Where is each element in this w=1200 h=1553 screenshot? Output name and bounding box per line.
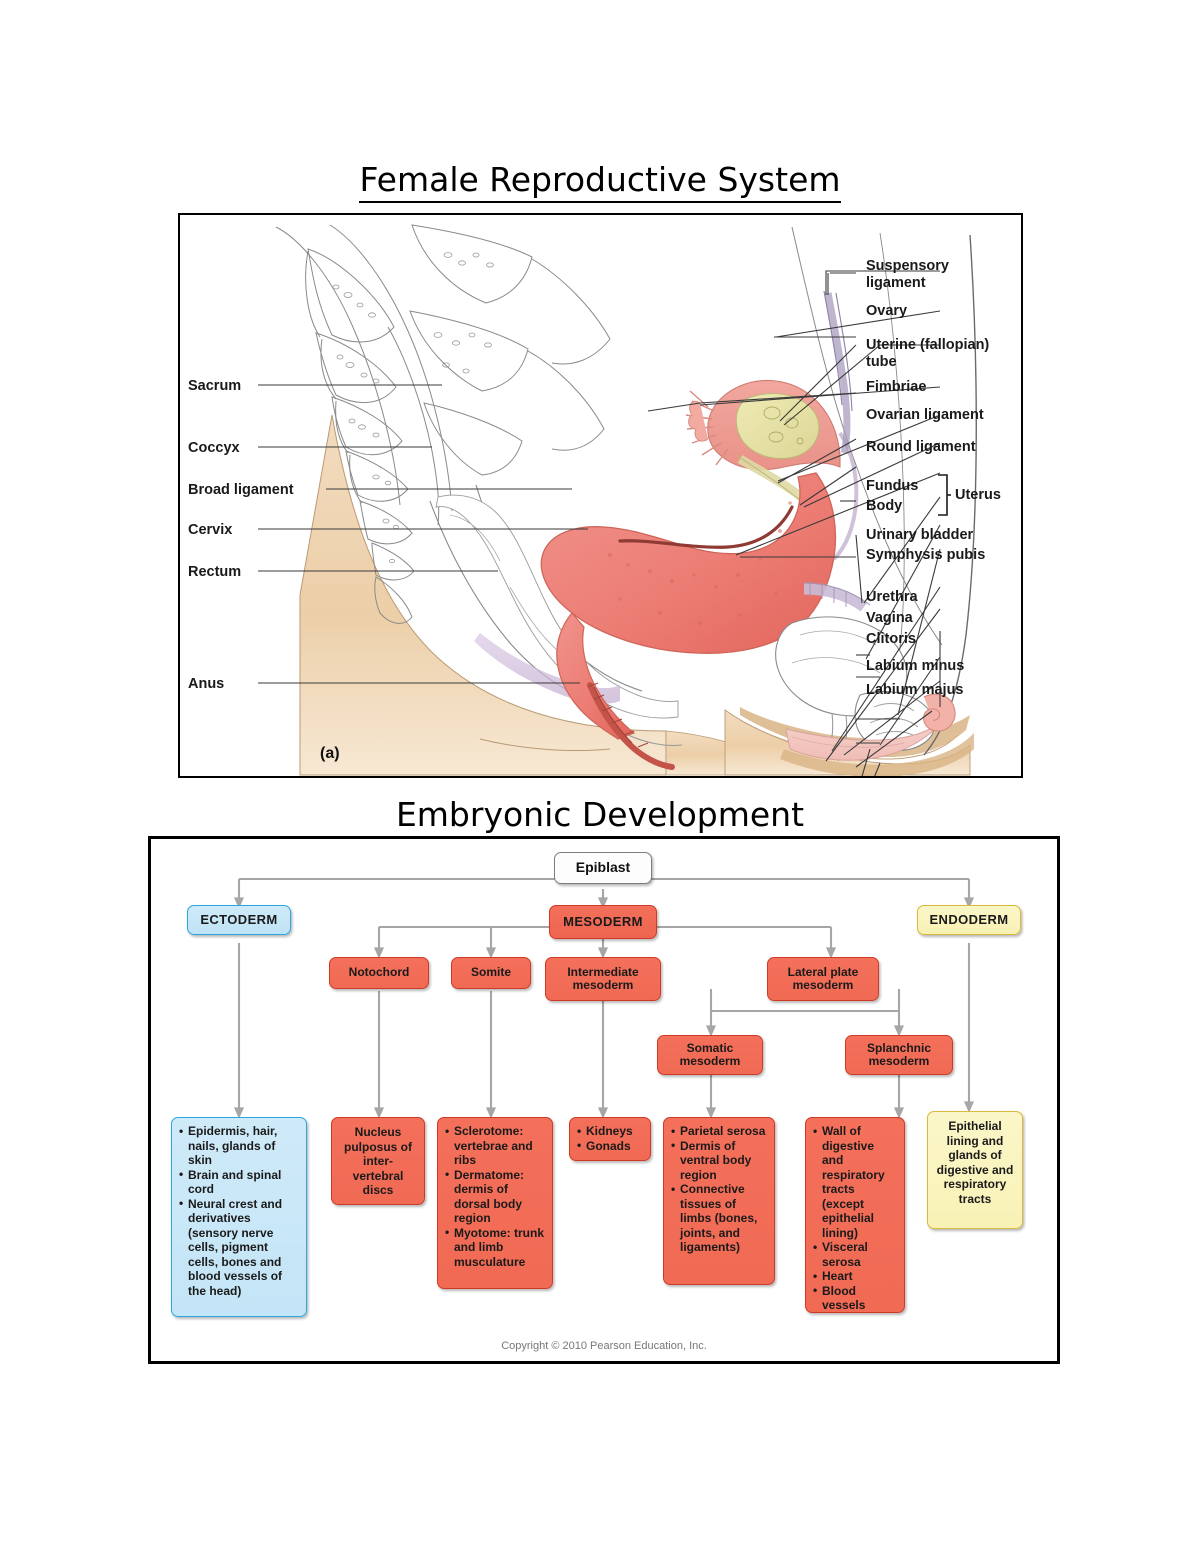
flow-outcome-somite[interactable]: Sclerotome: vertebrae and ribs Dermatome… (437, 1117, 553, 1289)
list-item: Sclerotome: vertebrae and ribs (445, 1124, 546, 1168)
uterus-bracket-icon (938, 474, 951, 516)
flow-outcome-notochord[interactable]: Nucleus pulposus of inter- vertebral dis… (331, 1117, 425, 1205)
anat-label-symphysis-pubis: Symphysis pubis (866, 547, 986, 563)
flow-outcome-intermediate-list: Kidneys Gonads (577, 1124, 633, 1153)
list-item: Epidermis, hair, nails, glands of skin (179, 1124, 300, 1168)
anat-label-uterus-bracket: Uterus (955, 487, 1001, 503)
page-title-female-reproductive-system: Female Reproductive System (0, 160, 1200, 203)
page-title-female-reproductive-system-text: Female Reproductive System (359, 160, 841, 203)
page-title-embryonic-development: Embryonic Development (0, 795, 1200, 838)
anat-label-body: Body (866, 498, 903, 514)
flow-node-intermediate-mesoderm[interactable]: Intermediate mesoderm (545, 957, 661, 1001)
anat-label-coccyx: Coccyx (188, 440, 240, 456)
uterus-shape (540, 472, 837, 770)
anat-label-uterine-tube: Uterine (fallopian) tube (866, 337, 990, 370)
flow-outcome-somatic-mesoderm[interactable]: Parietal serosa Dermis of ventral body r… (663, 1117, 775, 1285)
flow-outcome-somatic-list: Parietal serosa Dermis of ventral body r… (671, 1124, 768, 1255)
flow-node-epiblast[interactable]: Epiblast (554, 852, 652, 884)
list-item: Brain and spinal cord (179, 1167, 300, 1197)
anat-label-clitoris: Clitoris (866, 631, 916, 647)
list-item: Kidneys (577, 1124, 633, 1139)
anat-label-urinary-bladder: Urinary bladder (866, 527, 974, 543)
flow-node-somatic-mesoderm[interactable]: Somatic mesoderm (657, 1035, 763, 1075)
anat-label-anus: Anus (188, 676, 225, 692)
flow-outcome-somite-list: Sclerotome: vertebrae and ribs Dermatome… (445, 1124, 546, 1269)
sacrum-vertebrae-group (275, 224, 453, 624)
anat-label-ovarian-ligament: Ovarian ligament (866, 407, 984, 423)
list-item: Blood vessels (813, 1283, 898, 1313)
page-title-embryonic-development-text: Embryonic Development (395, 795, 805, 838)
flow-node-notochord[interactable]: Notochord (329, 957, 429, 989)
anat-label-fundus: Fundus (866, 478, 919, 494)
bone-texture (332, 252, 494, 564)
flow-outcome-ectoderm[interactable]: Epidermis, hair, nails, glands of skin B… (171, 1117, 307, 1317)
anat-label-rectum: Rectum (188, 564, 242, 580)
anus-shape (479, 734, 683, 752)
flow-outcome-ectoderm-list: Epidermis, hair, nails, glands of skin B… (179, 1124, 300, 1298)
list-item: Parietal serosa (671, 1124, 768, 1139)
flow-outcome-endoderm[interactable]: Epithelial lining and glands of digestiv… (927, 1111, 1023, 1229)
copyright-notice: Copyright © 2010 Pearson Education, Inc. (501, 1340, 707, 1352)
anat-label-ovary: Ovary (866, 303, 908, 319)
leader-lines-right-runs (699, 270, 941, 762)
anat-label-labium-minus: Labium minus (866, 658, 965, 674)
flow-node-somite[interactable]: Somite (451, 957, 531, 989)
flow-node-splanchnic-mesoderm[interactable]: Splanchnic mesoderm (845, 1035, 953, 1075)
flow-outcome-splanchnic-mesoderm[interactable]: Wall of digestive and respiratory tracts… (805, 1117, 905, 1313)
anat-label-fimbriae: Fimbriae (866, 379, 927, 395)
list-item: Heart (813, 1269, 898, 1284)
embryonic-development-flowchart: Epiblast ECTODERM MESODERM ENDODERM Noto… (148, 836, 1060, 1364)
anat-label-sacrum: Sacrum (188, 378, 242, 394)
list-item: Connective tissues of limbs (bones, join… (671, 1182, 768, 1255)
flow-node-lateral-plate-mesoderm[interactable]: Lateral plate mesoderm (767, 957, 879, 1001)
list-item: Gonads (577, 1138, 633, 1154)
flow-node-endoderm[interactable]: ENDODERM (917, 905, 1021, 935)
list-item: Neural crest and derivatives (sensory ne… (179, 1196, 300, 1299)
anat-label-suspensory-ligament: Suspensory ligament (866, 258, 949, 291)
flow-outcome-intermediate-mesoderm[interactable]: Kidneys Gonads (569, 1117, 651, 1161)
anat-label-cervix: Cervix (188, 522, 233, 538)
labia-shape (780, 693, 974, 776)
flow-node-ectoderm[interactable]: ECTODERM (187, 905, 291, 935)
anatomy-illustration (258, 224, 977, 776)
list-item: Wall of digestive and respiratory tracts… (813, 1124, 898, 1240)
list-item: Visceral serosa (813, 1240, 898, 1269)
anat-label-vagina: Vagina (866, 610, 913, 626)
anat-label-urethra: Urethra (866, 589, 918, 605)
list-item: Myotome: trunk and limb musculature (445, 1225, 546, 1270)
list-item: Dermatome: dermis of dorsal body region (445, 1167, 546, 1226)
suspensory-ligament-shape (823, 290, 853, 454)
leader-lines-left (258, 384, 588, 684)
flow-node-mesoderm[interactable]: MESODERM (549, 905, 657, 939)
female-reproductive-system-figure: Sacrum Coccyx Broad ligament Cervix Rect… (178, 213, 1023, 778)
anat-label-broad-ligament: Broad ligament (188, 482, 294, 498)
flow-outcome-splanchnic-list: Wall of digestive and respiratory tracts… (813, 1124, 898, 1313)
figure-part-letter: (a) (320, 745, 340, 762)
list-item: Dermis of ventral body region (671, 1138, 768, 1183)
anat-label-round-ligament: Round ligament (866, 439, 976, 455)
anat-label-labium-majus: Labium majus (866, 682, 964, 698)
